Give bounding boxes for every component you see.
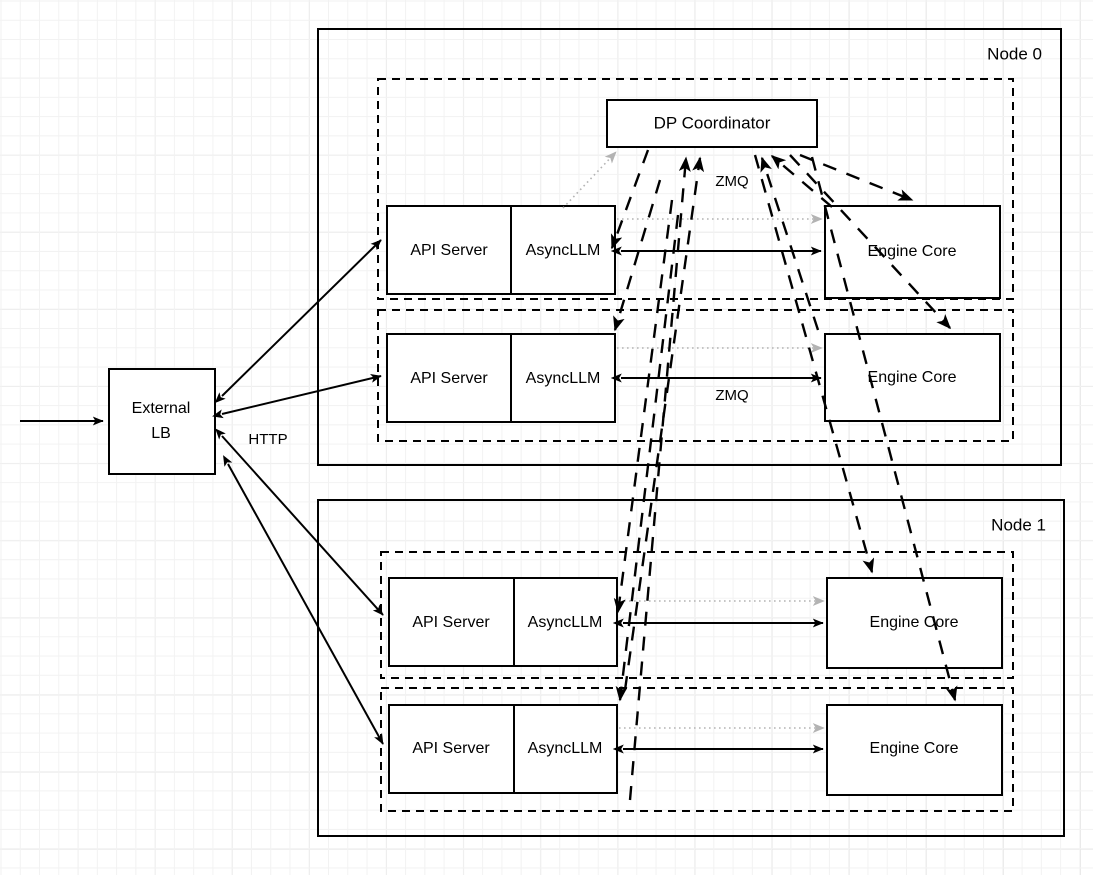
zmq-label-node0-row0: ZMQ <box>715 173 748 190</box>
node0-enginecore0-to-coordinator-dash-link <box>770 155 833 208</box>
external-lb-label-line1: External <box>132 400 191 417</box>
dp-coordinator-label: DP Coordinator <box>654 113 771 132</box>
dp-coordinator[interactable]: DP Coordinator <box>606 99 818 148</box>
node-0-engine-group-0 <box>377 78 1014 300</box>
node-1-engine-core-0[interactable]: Engine Core <box>826 577 1003 669</box>
coordinator-to-node1-asyncllm0-dash-link <box>613 199 674 614</box>
node0-enginecore1-to-coordinator-dash-link <box>760 156 820 331</box>
node-1-api-server-label-1: API Server <box>412 740 490 757</box>
node1-enginecore1-to-coordinator-dash-link <box>628 156 691 801</box>
node-1-api-server-1[interactable]: API Server AsyncLLM <box>388 704 618 794</box>
node-1-engine-core-label-0: Engine Core <box>870 614 959 631</box>
lb-to-node1-api0-link <box>215 428 384 616</box>
coordinator-to-node1-asyncllm1-dash-link <box>615 214 680 702</box>
node0-asyncllm0-to-coordinator-dotted-link <box>562 151 617 209</box>
node-0-engine-core-1-box[interactable] <box>824 333 1001 422</box>
node-0-engine-core-label-1: Engine Core <box>868 369 957 386</box>
node-1-engine-core-0-box[interactable] <box>826 577 1003 669</box>
node-1-api-server-label-0: API Server <box>412 614 490 631</box>
node-1-asyncllm-label-1: AsyncLLM <box>528 740 603 757</box>
node-1-asyncllm-label-0: AsyncLLM <box>528 614 603 631</box>
node-0-api-server-label-1: API Server <box>410 370 488 387</box>
node-0-engine-core-0-box[interactable] <box>824 205 1001 299</box>
node-0-api-server-1[interactable]: API Server AsyncLLM <box>386 333 616 423</box>
node-1-label: Node 1 <box>991 515 1046 534</box>
node-1-engine-core-label-1: Engine Core <box>870 740 959 757</box>
node-0-engine-group-1 <box>377 309 1014 442</box>
coordinator-to-node0-asyncllm0-dash-link <box>610 149 650 250</box>
coordinator-to-node1-enginecore0-dash-link <box>753 154 875 574</box>
zmq-label-node0-row1: ZMQ <box>715 387 748 404</box>
node-1-engine-group-0 <box>380 551 1014 679</box>
external-lb[interactable]: External LB <box>108 368 216 475</box>
node-1-api-unit-1-box[interactable] <box>388 704 618 794</box>
http-label: HTTP <box>248 431 287 448</box>
node-0-engine-core-1[interactable]: Engine Core <box>824 333 1001 422</box>
node-0-api-server-label-0: API Server <box>410 242 488 259</box>
external-lb-box[interactable] <box>108 368 216 475</box>
node-1-engine-group-1 <box>380 687 1014 812</box>
node-0-api-server-0[interactable]: API Server AsyncLLM <box>386 205 616 295</box>
node-0-engine-core-0[interactable]: Engine Core <box>824 205 1001 299</box>
node-0-label: Node 0 <box>987 44 1042 63</box>
node-1-api-server-0[interactable]: API Server AsyncLLM <box>388 577 618 667</box>
coordinator-to-node0-enginecore0-dash-link <box>799 153 914 202</box>
node-0-asyncllm-label-1: AsyncLLM <box>526 370 601 387</box>
node-1-engine-core-1[interactable]: Engine Core <box>826 704 1003 796</box>
lb-to-node1-api1-link <box>223 455 384 745</box>
lb-to-node0-api0-link <box>214 239 382 404</box>
node-0-api-unit-1-box[interactable] <box>386 333 616 423</box>
node-0-engine-core-label-0: Engine Core <box>868 243 957 260</box>
coordinator-to-node0-asyncllm1-dash-link <box>613 179 662 332</box>
external-lb-label-line2: LB <box>151 425 171 442</box>
node-0-api-unit-0-box[interactable] <box>386 205 616 295</box>
coordinator-to-node1-enginecore1-dash-link <box>810 156 958 702</box>
dp-coordinator-box[interactable] <box>606 99 818 148</box>
lb-to-node0-api1-link <box>212 373 382 419</box>
node-1-engine-core-1-box[interactable] <box>826 704 1003 796</box>
node-0-asyncllm-label-0: AsyncLLM <box>526 242 601 259</box>
